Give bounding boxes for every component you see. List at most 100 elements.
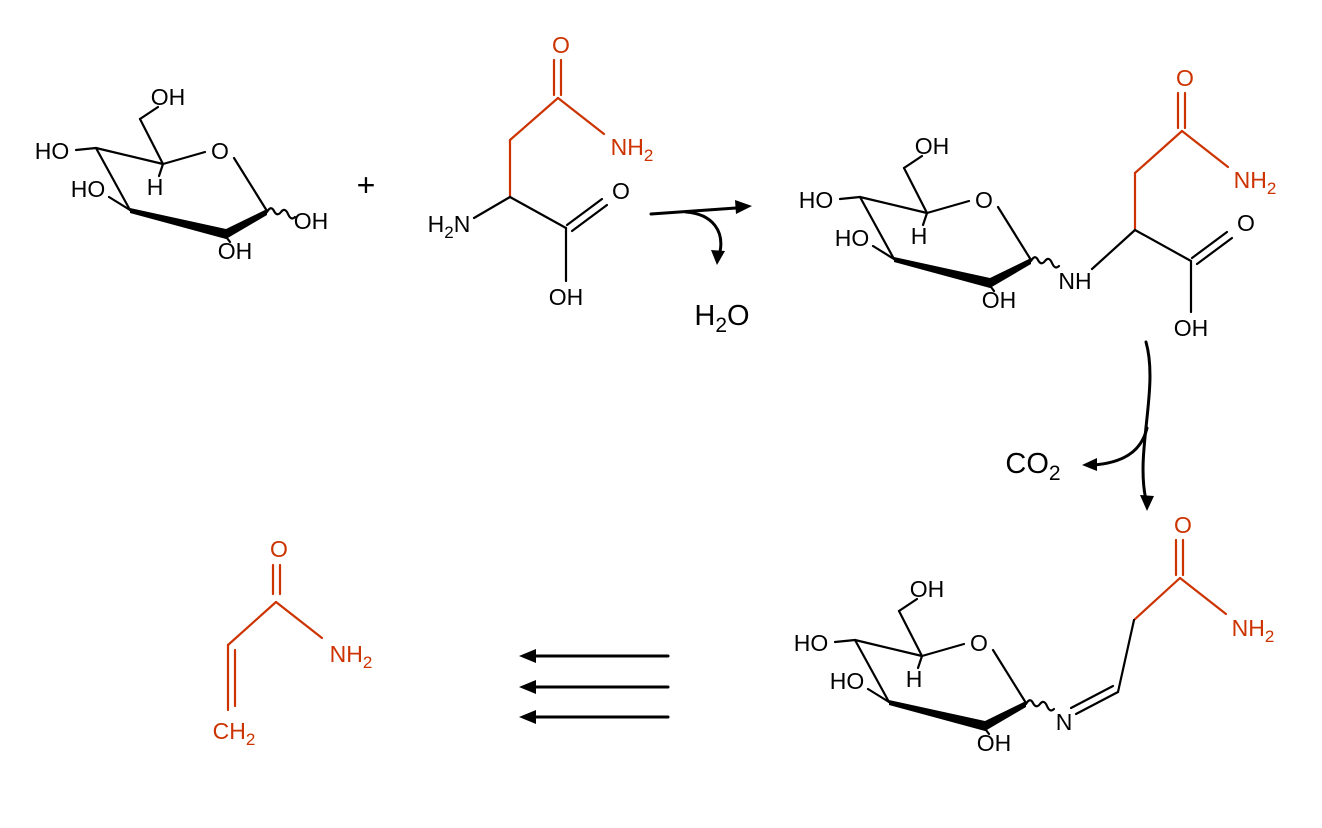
glucose-unit-bonds — [833, 597, 1056, 736]
alpha-amine-label: H2N — [428, 211, 471, 242]
ring-oxygen-label: O — [975, 187, 993, 213]
co2-label: CO2 — [1005, 448, 1060, 485]
ring-oxygen-label: O — [970, 630, 988, 656]
formula-part: NH — [611, 134, 644, 160]
subscript: 2 — [715, 314, 727, 337]
bond — [556, 96, 606, 136]
anomeric-oh-label: OH — [294, 208, 329, 234]
bond — [274, 600, 324, 640]
subscript: 2 — [444, 223, 453, 242]
glucose-reactant: OH O HO HO H OH OH — [35, 84, 329, 264]
ring-oxygen-label: O — [211, 138, 229, 164]
double-bond-line — [570, 203, 609, 233]
formula-part: N — [454, 211, 471, 237]
bond — [1132, 576, 1182, 622]
c5-h-label: H — [906, 666, 923, 692]
double-bond-line — [1195, 236, 1234, 266]
formula-part: O — [727, 300, 750, 332]
bond — [508, 195, 568, 230]
imine-nitrogen-label: N — [1056, 709, 1073, 735]
step-arrowhead — [519, 680, 536, 694]
c4-ho-label: HO — [35, 138, 70, 164]
glycosylamine-black-labels: NH O OH — [1058, 210, 1255, 341]
acid-oh-label: OH — [549, 284, 584, 310]
reaction-arrow-line — [649, 206, 738, 216]
subscript: 2 — [644, 146, 653, 165]
asparagine-black-bonds — [472, 195, 609, 283]
asparagine-black-labels: H2N O OH — [428, 178, 630, 310]
double-bond-line — [1190, 230, 1229, 260]
multi-step-arrows — [519, 649, 670, 724]
co2-loss-arrowhead — [1082, 458, 1097, 471]
water-loss-arrow-line — [684, 210, 723, 258]
acid-oxygen-label: O — [612, 178, 630, 204]
formula-part: CO — [1005, 448, 1049, 480]
glucose-unit-labels: OH O HO HO H OH — [794, 576, 1012, 756]
subscript: 2 — [363, 653, 372, 672]
reaction-arrowhead — [735, 200, 752, 214]
water-label: H2O — [694, 300, 749, 337]
amide-nh2-label: NH2 — [611, 134, 654, 165]
formula-part: H — [428, 211, 445, 237]
glycosylamine-molecule: OH O HO HO H OH O NH2 NH O OH — [799, 65, 1277, 341]
glycosidic-nh-label: NH — [1058, 268, 1091, 294]
amide-nh2-label: NH2 — [1234, 167, 1277, 198]
carbonyl-oxygen-label: O — [270, 536, 288, 562]
formula-part: CH — [213, 718, 246, 744]
glucose-reactant-bonds — [74, 105, 297, 244]
acrylamide-labels: O NH2 CH2 — [213, 536, 373, 749]
acid-oh-label: OH — [1174, 315, 1209, 341]
formula-part: NH — [1232, 615, 1265, 641]
asparagine-molecule: O NH2 H2N O OH — [428, 32, 654, 310]
schiff-black-labels: N — [1056, 709, 1073, 735]
glucose-unit-labels: OH O HO HO H OH — [799, 133, 1017, 313]
schiff-accent-labels: O NH2 — [1174, 512, 1274, 646]
subscript: 2 — [1265, 627, 1274, 646]
condensation-arrow: H2O — [649, 200, 752, 337]
c4-ho-label: HO — [794, 630, 829, 656]
glucose-skeleton — [833, 597, 1056, 736]
step-arrowhead — [519, 710, 536, 724]
c5-h-label: H — [911, 223, 928, 249]
reaction-arrow-line — [1141, 340, 1152, 502]
vinyl-ch2-label: CH2 — [213, 718, 256, 749]
amide-nh2-label: NH2 — [330, 641, 373, 672]
bond — [508, 96, 560, 142]
asparagine-accent-bonds — [508, 58, 606, 199]
double-bond-line — [565, 197, 604, 227]
bond — [226, 600, 278, 647]
schiff-base-molecule: OH O HO HO H OH O NH2 N — [794, 512, 1275, 756]
double-bond-line — [1069, 684, 1115, 710]
bond — [1178, 576, 1228, 616]
bond — [472, 195, 512, 220]
step-arrowhead — [519, 649, 536, 663]
c3-ho-label: HO — [830, 668, 865, 694]
double-bond-line — [1074, 690, 1120, 716]
bond — [1133, 129, 1184, 175]
glucose-reactant-labels: OH O HO HO H OH OH — [35, 84, 329, 264]
co2-loss-arrow-line — [1091, 426, 1149, 467]
glycosylamine-black-bonds — [1090, 228, 1234, 314]
formula-part: NH — [330, 641, 363, 667]
subscript: 2 — [1267, 179, 1276, 198]
acrylamide-molecule: O NH2 CH2 — [213, 536, 373, 749]
glucose-skeleton — [74, 105, 297, 244]
glucose-unit-bonds — [838, 154, 1061, 293]
schiff-accent-bonds — [1132, 538, 1228, 622]
decarboxylation-arrow: CO2 — [1005, 340, 1154, 511]
c3-ho-label: HO — [71, 176, 106, 202]
amide-oxygen-label: O — [552, 32, 570, 58]
plus-operator: + — [357, 167, 376, 203]
glycosylamine-accent-bonds — [1133, 91, 1230, 232]
c2-oh-label: OH — [982, 287, 1017, 313]
glucose-skeleton — [838, 154, 1061, 293]
amide-oxygen-label: O — [1176, 65, 1194, 91]
bond — [1116, 618, 1136, 694]
acid-oxygen-label: O — [1237, 210, 1255, 236]
c3-ho-label: HO — [835, 225, 870, 251]
acrylamide-bonds — [226, 563, 324, 712]
reaction-arrowhead — [1140, 495, 1154, 511]
schiff-black-bonds — [1069, 618, 1136, 716]
